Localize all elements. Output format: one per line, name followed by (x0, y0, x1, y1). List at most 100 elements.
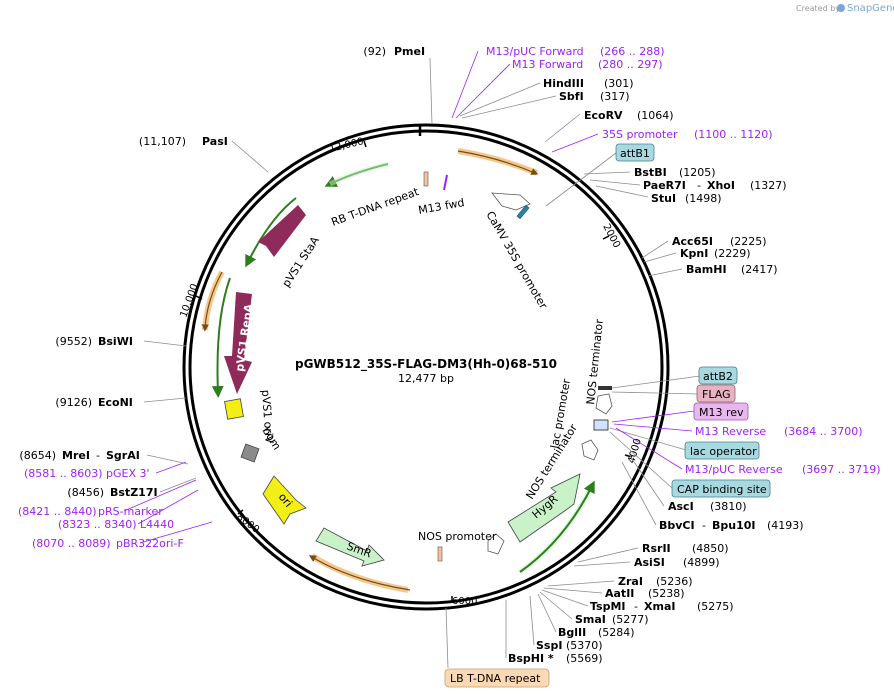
l4440-name[interactable]: L4440 (140, 518, 174, 531)
lac-operator-box[interactable]: lac operator (684, 441, 760, 460)
cap-box-bg (671, 479, 771, 498)
right-sites: HindIII (301) SbfI (317) EcoRV (1064) Bs… (508, 77, 804, 665)
zrai-leader (547, 580, 615, 587)
paer7i-pos: (1327) (750, 179, 787, 192)
prs-name[interactable]: pRS-marker (98, 505, 163, 518)
tick-8000-mark (237, 509, 244, 515)
asci-leader (629, 455, 665, 507)
bamhi-pos: (2417) (741, 263, 778, 276)
left-sites: (11,107) PasI (92) PmeI (9552) BsiWI (91… (19, 45, 425, 499)
feature-attb2-marker (598, 386, 612, 390)
orf-arc-left-orange-line (201, 271, 223, 332)
m13puc-rev-name[interactable]: M13/pUC Reverse (685, 463, 783, 476)
bstz17i-name[interactable]: BstZ17I (110, 486, 158, 499)
attb2-box[interactable]: attB2 (698, 366, 738, 385)
acc65i-name[interactable]: Acc65I (672, 235, 713, 248)
feature-pvs1-staa (258, 205, 306, 257)
cap-label: CAP binding site (677, 483, 767, 496)
pgex3-range: (8581 .. 8603) (24, 467, 103, 480)
lb-label: LB T-DNA repeat (450, 672, 541, 685)
m13puc-fwd-name[interactable]: M13/pUC Forward (486, 45, 584, 58)
kpni-leader (643, 252, 677, 263)
bsiwi-name[interactable]: BsiWI (98, 335, 133, 348)
flag-box-bg (696, 384, 736, 403)
tspmi-name[interactable]: TspMI (590, 600, 626, 613)
pmei-name[interactable]: PmeI (394, 45, 425, 58)
rsrii-pos: (4850) (692, 542, 729, 555)
rsrii-name[interactable]: RsrII (642, 542, 671, 555)
bstbi-name[interactable]: BstBI (634, 166, 667, 179)
paer7i-name[interactable]: PaeR7I (643, 179, 686, 192)
pgex3-name[interactable]: pGEX 3' (106, 467, 150, 480)
feature-lac-cluster (593, 419, 609, 431)
bamhi-name[interactable]: BamHI (686, 263, 727, 276)
asci-name[interactable]: AscI (668, 500, 694, 513)
kpni-name[interactable]: KpnI (680, 247, 708, 260)
sspi-name[interactable]: SspI (536, 639, 562, 652)
lb-box[interactable]: LB T-DNA repeat (444, 668, 550, 688)
feature-ori (262, 475, 307, 525)
snapgene-logo-icon (837, 4, 845, 12)
sbfi-leader (461, 95, 557, 119)
backbone-inner-circle (188, 129, 664, 605)
xmai-name[interactable]: XmaI (644, 600, 675, 613)
ecorv-name[interactable]: EcoRV (584, 109, 623, 122)
bglii-name[interactable]: BglII (558, 626, 586, 639)
attb1-box[interactable]: attB1 (615, 143, 655, 162)
lac-op-leader (609, 427, 687, 451)
m13rev-box[interactable]: M13 rev (693, 402, 749, 421)
bbvci-pos: (4193) (767, 519, 804, 532)
orf-arcs (201, 148, 595, 593)
aatii-pos: (5238) (648, 587, 685, 600)
label-rb-repeat: RB T-DNA repeat (330, 185, 421, 229)
mrei-name[interactable]: MreI (62, 449, 90, 462)
plasmid-length: 12,477 bp (398, 372, 454, 385)
pasi-name[interactable]: PasI (202, 135, 228, 148)
cap-box[interactable]: CAP binding site (671, 479, 771, 498)
m13-fwd-name[interactable]: M13 Forward (512, 58, 583, 71)
feature-rb-repeat-marker (423, 171, 429, 187)
tspmi-leader (541, 589, 589, 607)
pbr322-name[interactable]: pBR322ori-F (116, 537, 184, 550)
bpu10i-name[interactable]: Bpu10I (712, 519, 756, 532)
orf-arc-bottom-line (308, 555, 411, 591)
xhoi-name[interactable]: XhoI (707, 179, 735, 192)
plasmid-name: pGWB512_35S-FLAG-DM3(Hh-0)68-510 (295, 357, 557, 372)
feature-m13-fwd-marker (443, 174, 448, 191)
attb1-box-bg (615, 143, 655, 162)
tick-2000-mark (602, 235, 610, 240)
stui-name[interactable]: StuI (651, 192, 676, 205)
p35s-name[interactable]: 35S promoter (602, 128, 678, 141)
left-primers: (8581 .. 8603) pGEX 3' (8421 .. 8440) pR… (18, 467, 184, 550)
smai-pos: (5277) (612, 613, 649, 626)
smai-name[interactable]: SmaI (575, 613, 606, 626)
bbvci-sep: - (702, 519, 706, 532)
cap-leader (609, 431, 673, 489)
pasi-leader (231, 140, 269, 173)
pbr322-range: (8070 .. 8089) (32, 537, 111, 550)
smai-leader (539, 591, 573, 620)
bstz17i-pos: (8456) (67, 486, 104, 499)
hindiii-name[interactable]: HindIII (543, 77, 584, 90)
bbvci-name[interactable]: BbvCI (659, 519, 695, 532)
feature-pvs1-oriv (224, 398, 244, 420)
ecorv-pos: (1064) (637, 109, 674, 122)
aatii-name[interactable]: AatII (605, 587, 634, 600)
orf-arc-hygr (519, 480, 595, 573)
sgrai-name[interactable]: SgrAI (106, 449, 140, 462)
bbvci-leader (621, 461, 657, 526)
econi-name[interactable]: EcoNI (98, 396, 133, 409)
m13-fwd-range: (280 .. 297) (598, 58, 663, 71)
attb1-leader (545, 152, 617, 207)
flag-box[interactable]: FLAG (696, 384, 736, 403)
bstbi-pos: (1205) (679, 166, 716, 179)
sbfi-name[interactable]: SbfI (559, 90, 584, 103)
bglii-leader (537, 593, 557, 633)
asisi-name[interactable]: AsiSI (634, 556, 665, 569)
label-pvs1-oriv: pVS1 oriV (259, 389, 276, 444)
bsphi-name[interactable]: BspHI * (508, 652, 554, 665)
zrai-name[interactable]: ZraI (618, 575, 643, 588)
m13puc-rev-leader (615, 427, 683, 470)
m13-rev-name[interactable]: M13 Reverse (695, 425, 766, 438)
